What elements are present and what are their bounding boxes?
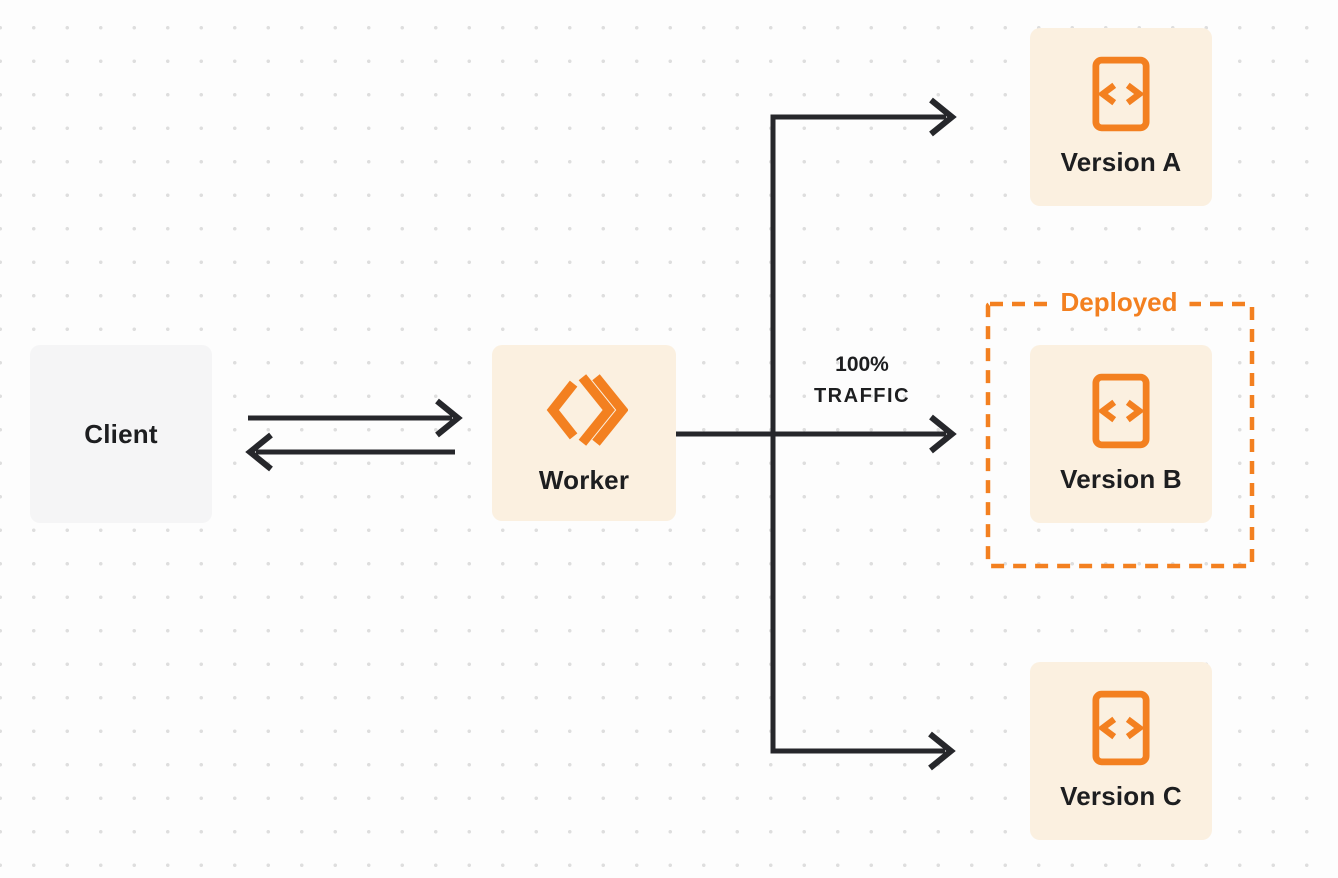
client-label: Client	[84, 418, 158, 449]
code-file-icon	[1092, 56, 1150, 132]
arrow-to-version-c-head	[928, 731, 956, 771]
code-file-icon	[1092, 690, 1150, 766]
version-c-label: Version C	[1060, 781, 1182, 811]
branch-trunk-line	[770, 114, 946, 754]
code-file-icon	[1092, 373, 1150, 449]
version-a-node: Version A	[1030, 28, 1212, 206]
arrow-worker-to-client-head	[245, 432, 273, 472]
traffic-word-text: TRAFFIC	[813, 385, 911, 407]
version-a-label: Version A	[1060, 147, 1182, 177]
version-c-node: Version C	[1030, 662, 1212, 840]
arrow-client-to-worker-head	[435, 398, 463, 438]
client-node: Client	[30, 345, 212, 523]
worker-label: Worker	[538, 465, 630, 495]
worker-node: Worker	[492, 345, 676, 521]
version-b-node: Version B	[1030, 345, 1212, 523]
arrow-worker-to-version-b-head	[929, 414, 957, 454]
traffic-label: 100% TRAFFIC	[788, 350, 936, 412]
traffic-percent-text: 100%	[835, 353, 889, 376]
deployed-badge: Deployed	[1048, 286, 1190, 318]
workers-logo-icon	[546, 374, 628, 446]
version-b-label: Version B	[1060, 464, 1182, 494]
arrow-to-version-a-head	[929, 97, 957, 137]
